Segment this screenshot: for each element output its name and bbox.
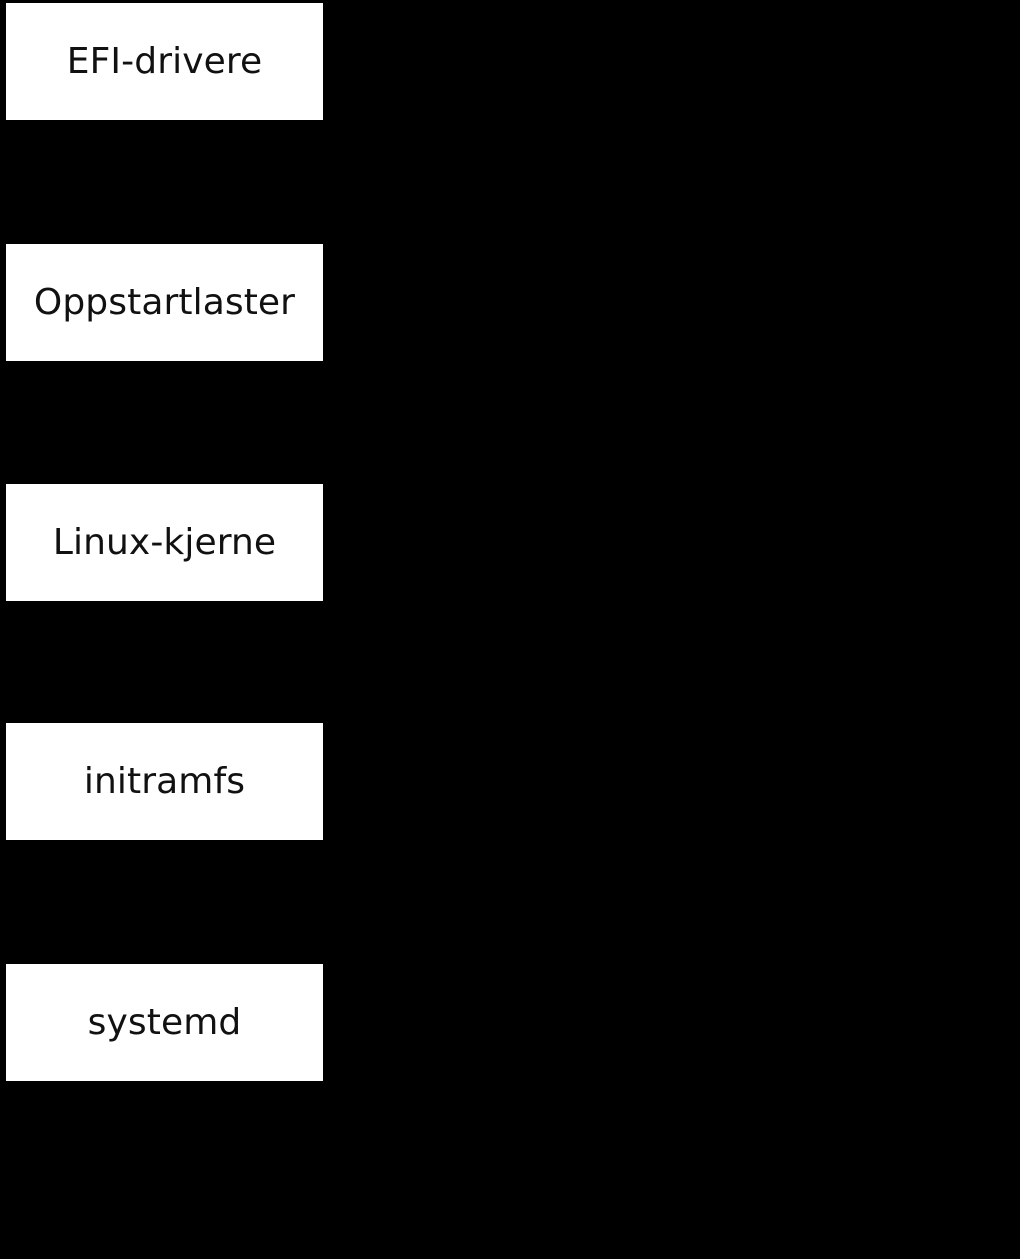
stage-label: systemd [87, 1001, 242, 1043]
stage-label: Oppstartlaster [33, 281, 296, 323]
stage-box-linux-kjerne[interactable]: Linux-kjerne [6, 484, 323, 601]
stage-label: initramfs [83, 760, 246, 802]
stage-label: Linux-kjerne [52, 521, 277, 563]
stage-label: EFI-drivere [66, 40, 263, 82]
stage-box-initramfs[interactable]: initramfs [6, 723, 323, 840]
stage-box-systemd[interactable]: systemd [6, 964, 323, 1081]
stage-box-efi-drivere[interactable]: EFI-drivere [6, 3, 323, 120]
stage-box-oppstartlaster[interactable]: Oppstartlaster [6, 244, 323, 361]
